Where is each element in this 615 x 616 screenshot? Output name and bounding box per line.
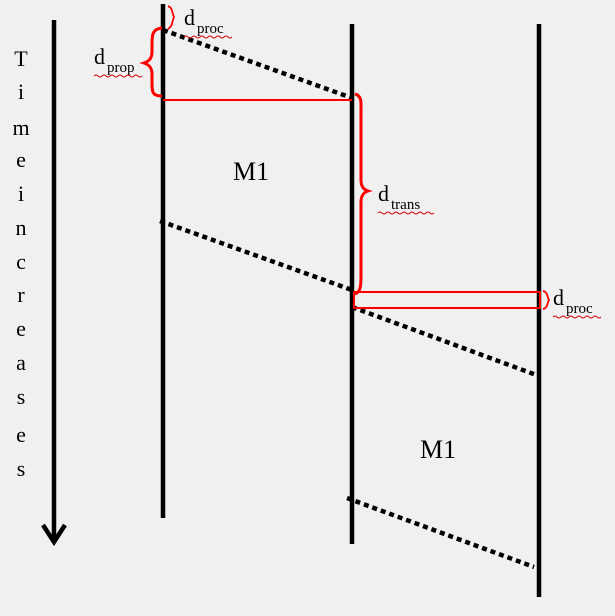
packet-end-middle-to-right bbox=[346, 495, 535, 570]
packet-end-left-to-middle bbox=[159, 218, 353, 293]
label-dproc-top: d proc bbox=[183, 5, 233, 39]
time-axis-letter: s bbox=[17, 384, 26, 409]
time-axis-letter: i bbox=[18, 79, 24, 104]
dprop-main: d bbox=[94, 44, 105, 69]
trans-brace bbox=[354, 92, 373, 296]
time-axis-letter: s bbox=[17, 456, 26, 481]
time-axis-letter: i bbox=[18, 181, 24, 206]
label-dprop: d prop bbox=[93, 44, 143, 78]
prop-brace bbox=[139, 26, 163, 98]
proc-brace-top bbox=[167, 5, 176, 30]
dproc-right-main: d bbox=[553, 285, 564, 310]
dtrans-sub: trans bbox=[391, 197, 420, 213]
spellcheck-squiggle bbox=[93, 74, 143, 78]
label-dproc-right: d proc bbox=[552, 285, 602, 319]
time-axis-letter: a bbox=[16, 350, 26, 375]
time-axis-letter: r bbox=[17, 282, 25, 307]
spellcheck-squiggle bbox=[183, 35, 233, 39]
dproc-right-sub: proc bbox=[566, 301, 593, 317]
time-axis-letter: T bbox=[14, 46, 28, 71]
packet-start-middle-to-right bbox=[351, 304, 540, 379]
time-axis-label: T i m e i n c r e a s e s bbox=[12, 46, 29, 481]
spellcheck-squiggle bbox=[377, 211, 435, 215]
dproc-top-sub: proc bbox=[197, 21, 224, 37]
label-dtrans: d trans bbox=[377, 181, 435, 215]
time-arrow-head bbox=[41, 523, 67, 547]
packet-start-left-to-middle bbox=[162, 27, 353, 101]
time-axis-letter: e bbox=[16, 422, 26, 447]
time-axis-letter: n bbox=[16, 215, 27, 240]
proc-brace-right bbox=[542, 290, 551, 310]
time-axis-letter: e bbox=[16, 316, 26, 341]
dtrans-main: d bbox=[378, 181, 389, 206]
time-axis-letter: e bbox=[16, 147, 26, 172]
time-axis-letter: c bbox=[16, 249, 26, 274]
time-axis-letter: m bbox=[12, 115, 29, 140]
proc-delay-box-right bbox=[353, 291, 541, 309]
spellcheck-squiggle bbox=[552, 315, 602, 319]
dproc-top-main: d bbox=[184, 5, 195, 30]
dprop-sub: prop bbox=[107, 60, 135, 76]
message-label-first: M1 bbox=[233, 157, 269, 186]
message-label-second: M1 bbox=[420, 435, 456, 464]
